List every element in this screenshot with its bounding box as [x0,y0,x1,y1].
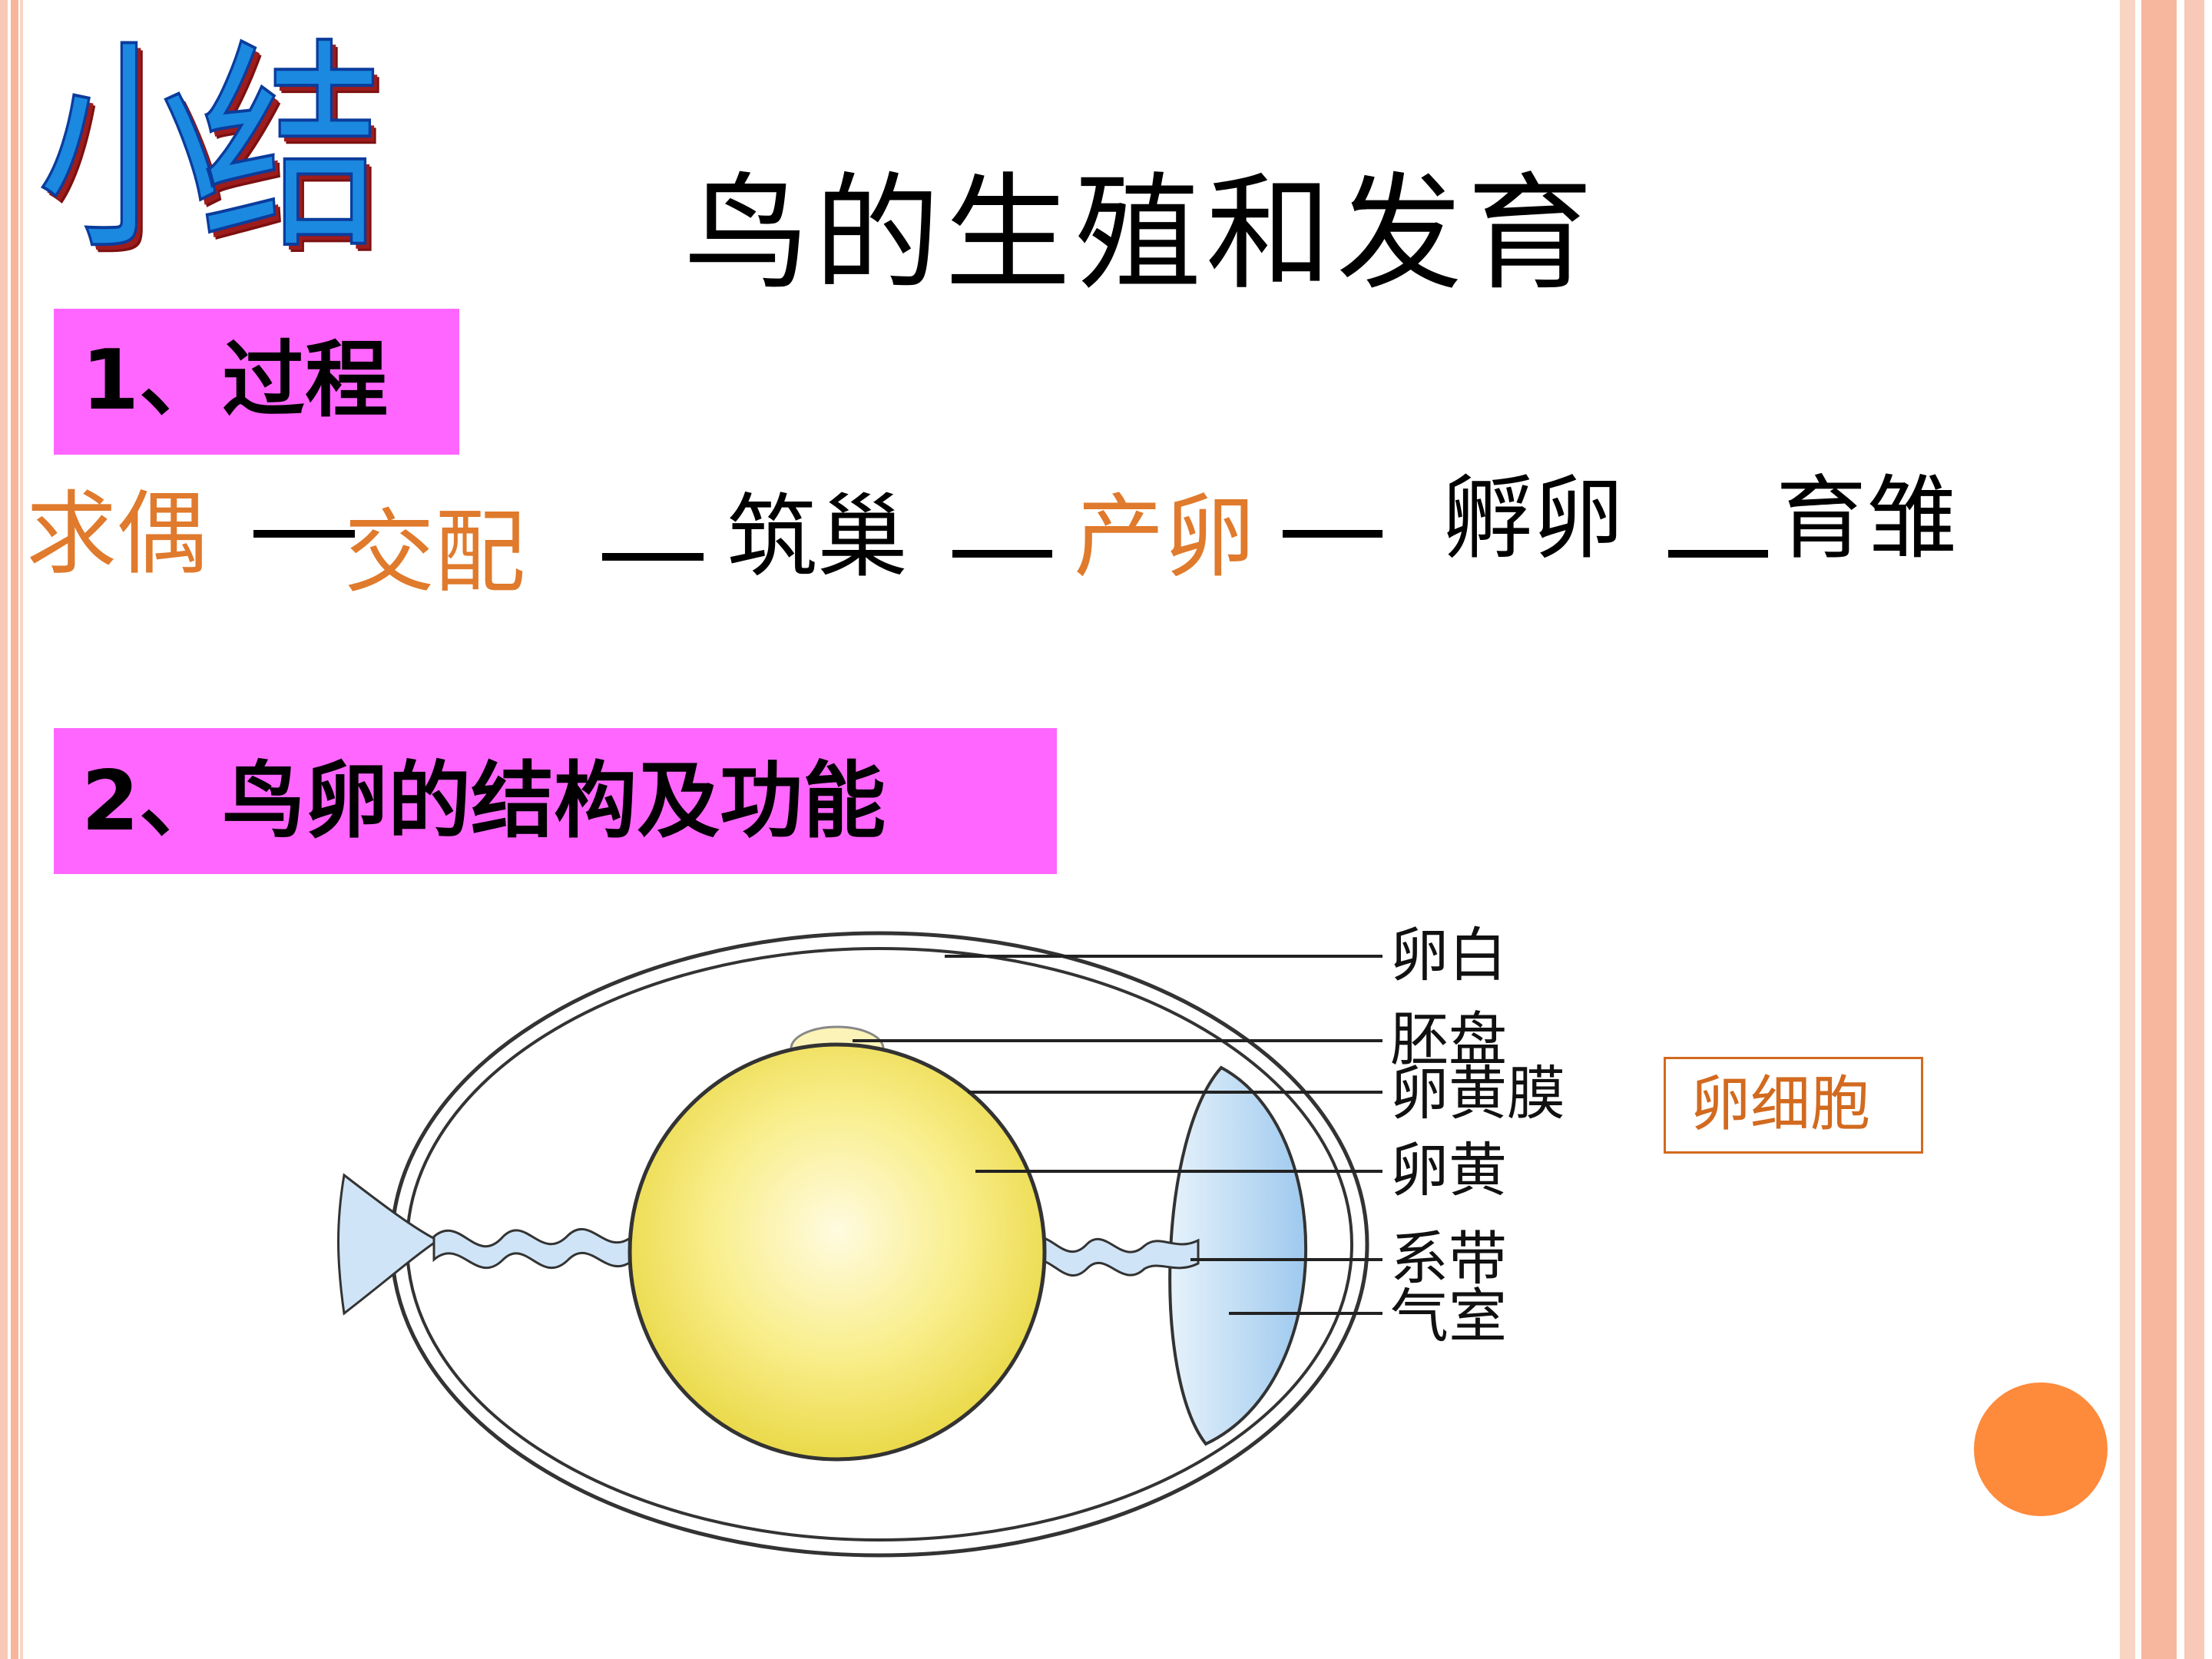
step-brooding: 育雏 [1776,465,1958,571]
page-title: 鸟的生殖和发育 [684,161,1598,307]
label-germinal-disc: 胚盘 [1390,1005,1507,1074]
connector-dash [1668,550,1768,558]
label-vitelline-membrane: 卵黄膜 [1390,1059,1565,1128]
egg-cell-label-box: 卵细胞 [1664,1057,1923,1154]
label-air-cell: 气室 [1390,1282,1507,1350]
connector-dash [1283,530,1382,538]
label-albumen: 卵白 [1390,921,1507,989]
section-heading-egg-structure: 2、鸟卵的结构及功能 [54,728,1057,874]
step-incubation: 孵卵 [1442,465,1624,571]
step-nest-building: 筑巢 [727,484,909,590]
air-cell [1168,1065,1308,1446]
summary-badge: 小结 [35,21,384,280]
right-border-decoration [2120,0,2212,1659]
egg-diagram-svg: 卵白 胚盘 卵黄膜 卵黄 系带 气室 [337,921,1648,1558]
section-heading-process: 1、过程 [54,309,459,455]
left-membrane [337,1173,440,1316]
step-courtship: 求偶 [26,481,208,587]
left-border-decoration [0,0,23,1659]
connector-dash [952,550,1052,558]
step-egg-laying: 产卵 [1074,484,1256,590]
label-yolk: 卵黄 [1390,1136,1507,1204]
decorative-orange-dot [1974,1382,2108,1516]
step-mating: 交配 [344,499,526,605]
label-chalaza: 系带 [1390,1224,1507,1293]
yolk [628,1042,1047,1462]
connector-dash [253,530,355,538]
connector-dash [602,553,704,561]
chalaza-right [1028,1236,1200,1277]
egg-structure-diagram: 卵白 胚盘 卵黄膜 卵黄 系带 气室 [323,876,1648,1605]
